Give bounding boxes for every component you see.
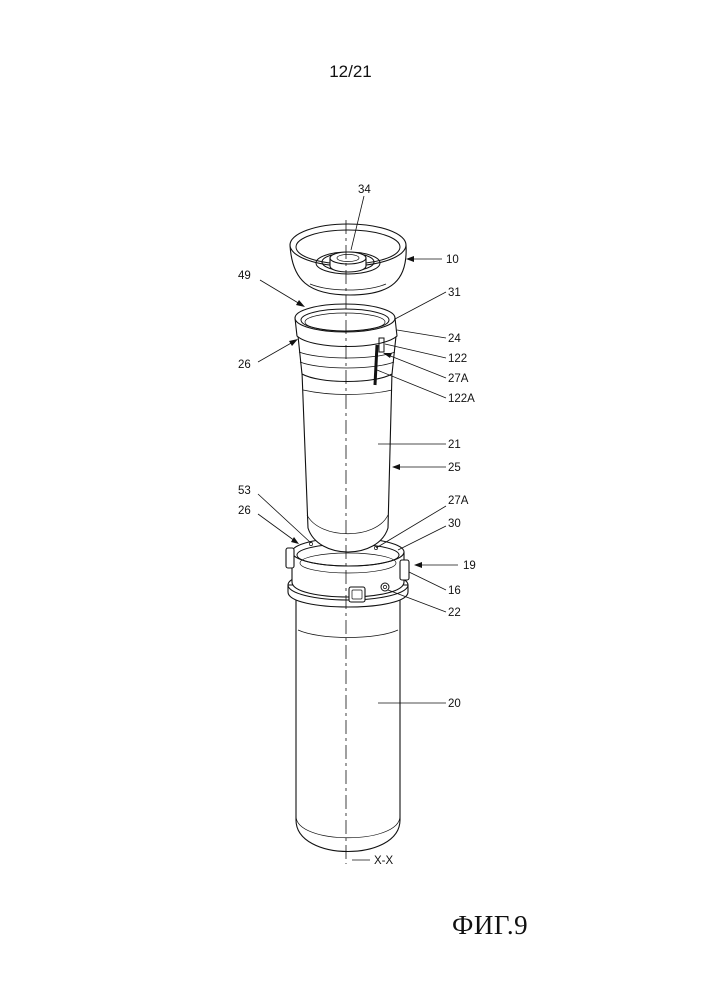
label-31: 31 [448, 287, 461, 299]
label-16: 16 [448, 585, 461, 597]
label-53: 53 [238, 485, 251, 497]
label-24: 24 [448, 333, 461, 345]
figure-caption: ФИГ.9 [452, 910, 528, 941]
label-26-mid: 26 [238, 505, 251, 517]
label-122a: 122A [448, 393, 475, 405]
label-10: 10 [446, 254, 459, 266]
label-30: 30 [448, 518, 461, 530]
label-27a-mid: 27A [448, 495, 469, 507]
label-26-top: 26 [238, 359, 251, 371]
label-25: 25 [448, 462, 461, 474]
label-49: 49 [238, 270, 251, 282]
cap-10 [290, 224, 406, 295]
label-122: 122 [448, 353, 467, 365]
bottom-container-20 [296, 600, 400, 852]
label-27a-top: 27A [448, 373, 469, 385]
label-22: 22 [448, 607, 461, 619]
label-19: 19 [463, 560, 476, 572]
label-20: 20 [448, 698, 461, 710]
label-34: 34 [358, 184, 371, 196]
label-21: 21 [448, 439, 461, 451]
label-axis: X-X [374, 855, 394, 867]
